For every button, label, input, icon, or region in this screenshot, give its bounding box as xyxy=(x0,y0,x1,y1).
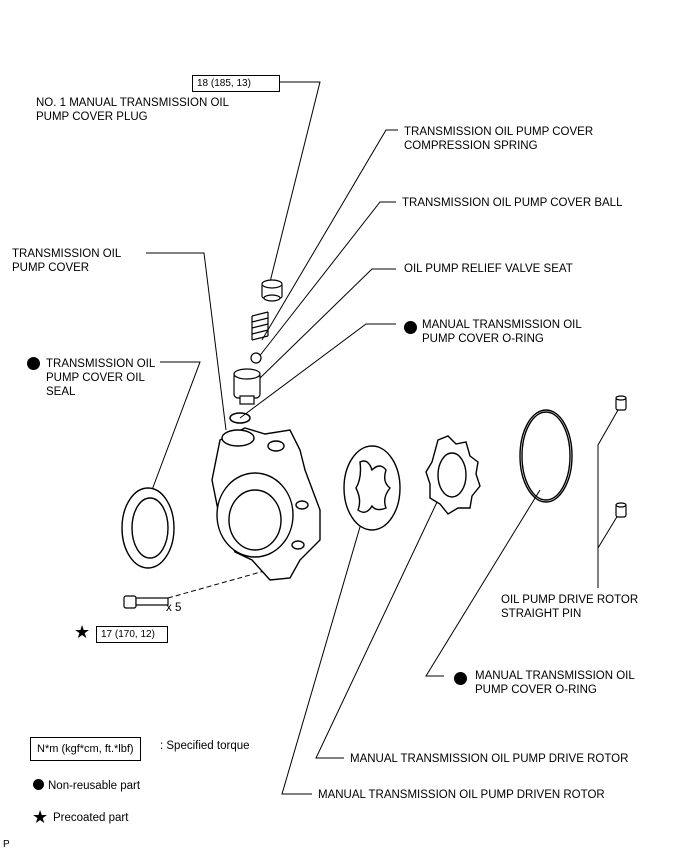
label-oring-bottom: MANUAL TRANSMISSION OIL PUMP COVER O-RIN… xyxy=(475,670,635,696)
leader-driven-rotor xyxy=(281,519,363,795)
torque-plug: 18 (185, 13) xyxy=(192,75,280,92)
plug-part xyxy=(261,279,283,302)
leader-cover xyxy=(146,252,227,431)
leader-spring xyxy=(261,129,398,341)
valve-seat-part xyxy=(233,368,261,405)
label-driven-rotor: MANUAL TRANSMISSION OIL PUMP DRIVEN ROTO… xyxy=(318,789,605,801)
straight-pins-part xyxy=(615,395,627,518)
legend-precoated-star: ★ xyxy=(32,807,49,827)
nonreusable-dot-oring-top xyxy=(404,321,417,334)
oil-seal-part xyxy=(121,487,175,569)
torque-bolt: 17 (170, 12) xyxy=(96,626,168,643)
label-spring: TRANSMISSION OIL PUMP COVER COMPRESSION … xyxy=(404,126,594,152)
label-bolt-qty: x 5 xyxy=(166,602,182,614)
bolt-dashed-line xyxy=(167,567,276,599)
spring-part xyxy=(251,311,269,341)
drive-rotor-part xyxy=(425,435,481,515)
label-straight-pin: OIL PUMP DRIVE ROTOR STRAIGHT PIN xyxy=(501,594,639,620)
large-oring-part xyxy=(519,409,573,503)
pump-cover-part xyxy=(211,427,321,581)
legend-nonreusable-text: Non-reusable part xyxy=(48,780,141,792)
label-ball: TRANSMISSION OIL PUMP COVER BALL xyxy=(402,197,623,209)
label-drive-rotor: MANUAL TRANSMISSION OIL PUMP DRIVE ROTOR xyxy=(350,753,629,765)
leader-drive-rotor xyxy=(315,499,439,759)
label-cover: TRANSMISSION OIL PUMP COVER xyxy=(12,248,122,274)
leader-oring-bottom xyxy=(425,489,541,677)
driven-rotor-part xyxy=(343,445,401,531)
leader-pin-2 xyxy=(597,514,619,549)
precoated-star-bolt: ★ xyxy=(74,622,91,642)
leader-pin xyxy=(597,409,619,588)
label-oil-seal: TRANSMISSION OIL PUMP COVER OIL SEAL xyxy=(46,358,156,398)
leader-plug-torque xyxy=(269,81,321,283)
legend-torque-text: : Specified torque xyxy=(160,740,250,752)
leader-ball xyxy=(257,201,396,359)
legend-nonreusable-dot xyxy=(33,779,44,790)
ball-part xyxy=(250,352,262,364)
label-oring-top: MANUAL TRANSMISSION OIL PUMP COVER O-RIN… xyxy=(422,319,582,345)
nonreusable-dot-oil-seal xyxy=(27,357,40,370)
label-valve-seat: OIL PUMP RELIEF VALVE SEAT xyxy=(404,263,573,275)
small-oring-part xyxy=(229,412,251,424)
leader-oring-top xyxy=(239,323,396,419)
label-plug: NO. 1 MANUAL TRANSMISSION OIL PUMP COVER… xyxy=(36,97,229,123)
leader-valve-seat xyxy=(257,268,396,381)
bolt-part xyxy=(123,595,169,609)
corner-mark: P xyxy=(3,839,10,850)
legend-precoated-text: Precoated part xyxy=(53,812,129,824)
leader-oil-seal xyxy=(151,361,201,491)
legend-torque-box: N*m (kgf*cm, ft.*lbf) xyxy=(30,737,141,761)
nonreusable-dot-oring-bottom xyxy=(454,672,467,685)
